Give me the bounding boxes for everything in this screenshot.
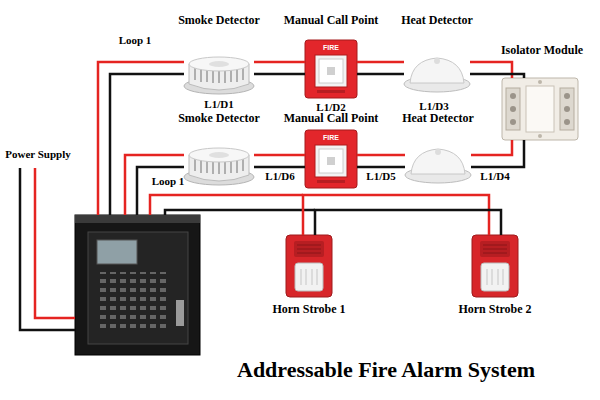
- device-address: L1/D5: [366, 170, 395, 182]
- wire-line: [471, 140, 524, 167]
- smoke-detector-symbol: [184, 148, 254, 185]
- heat-detector-symbol: [405, 149, 471, 183]
- loop-wire: [254, 62, 305, 74]
- device-heading: Heat Detector: [402, 112, 474, 125]
- device-address: L1/D6: [265, 170, 294, 182]
- device-heading: Manual Call Point: [284, 112, 379, 125]
- horn-strobe: Horn Strobe 1: [286, 235, 332, 297]
- loop-label: Loop 1: [152, 175, 185, 187]
- smoke-detector-symbol: [184, 57, 254, 94]
- device-heading: Heat Detector: [401, 14, 473, 27]
- wire-line: [357, 166, 405, 169]
- loop-label: Loop 1: [119, 34, 152, 46]
- device-address: L1/D3: [419, 100, 448, 112]
- isolator-symbol: [502, 78, 578, 140]
- isolator-module: Isolator Module: [502, 78, 578, 140]
- wire-line: [254, 73, 305, 76]
- call-point-symbol: [305, 40, 357, 98]
- heat-detector-symbol: [404, 58, 470, 92]
- call-point-symbol: [305, 130, 357, 188]
- horn-strobe-symbol: [472, 235, 518, 297]
- wire-line: [303, 195, 489, 235]
- device-address: L1/D1: [204, 98, 233, 110]
- heat-detector: Heat DetectorL1/D3: [404, 54, 470, 94]
- horn-strobe: Horn Strobe 2: [472, 235, 518, 297]
- wire-line: [357, 154, 405, 157]
- device-heading: Horn Strobe 1: [272, 303, 345, 316]
- smoke-detector: Smoke DetectorL1/D1: [184, 52, 254, 94]
- device-heading: Horn Strobe 2: [458, 303, 531, 316]
- loop-wire: [357, 155, 405, 167]
- device-address: L1/D4: [480, 170, 509, 182]
- wire-line: [254, 154, 305, 157]
- wire-line: [357, 73, 404, 76]
- power-label: Power Supply: [5, 148, 71, 160]
- wire-line: [254, 61, 305, 64]
- fire-alarm-panel: [75, 215, 200, 355]
- smoke-detector: Smoke DetectorL1/D6: [184, 143, 254, 185]
- device-marking: FIRE: [323, 44, 339, 52]
- device-marking: FIRE: [323, 134, 339, 142]
- loop-wire: [471, 140, 524, 167]
- loop-wire: [254, 155, 305, 167]
- wire-line: [315, 210, 501, 235]
- wire-line: [254, 166, 305, 169]
- horn-strobe-symbol: [286, 235, 332, 297]
- device-heading: Smoke Detector: [178, 14, 260, 27]
- device-heading: Manual Call Point: [284, 14, 379, 27]
- wire-line: [471, 140, 512, 155]
- loop-wire: [470, 62, 524, 78]
- wire-line: [357, 61, 404, 64]
- heat-detector: Heat DetectorL1/D4: [405, 145, 471, 185]
- wire-line: [470, 74, 524, 78]
- device-heading: Isolator Module: [501, 44, 583, 57]
- diagram-title: Addressable Fire Alarm System: [237, 358, 535, 382]
- layout-wires: [20, 62, 315, 330]
- loop-wire: [303, 195, 501, 235]
- wire-line: [470, 62, 512, 78]
- device-heading: Smoke Detector: [178, 112, 260, 125]
- loop-wire: [357, 62, 404, 74]
